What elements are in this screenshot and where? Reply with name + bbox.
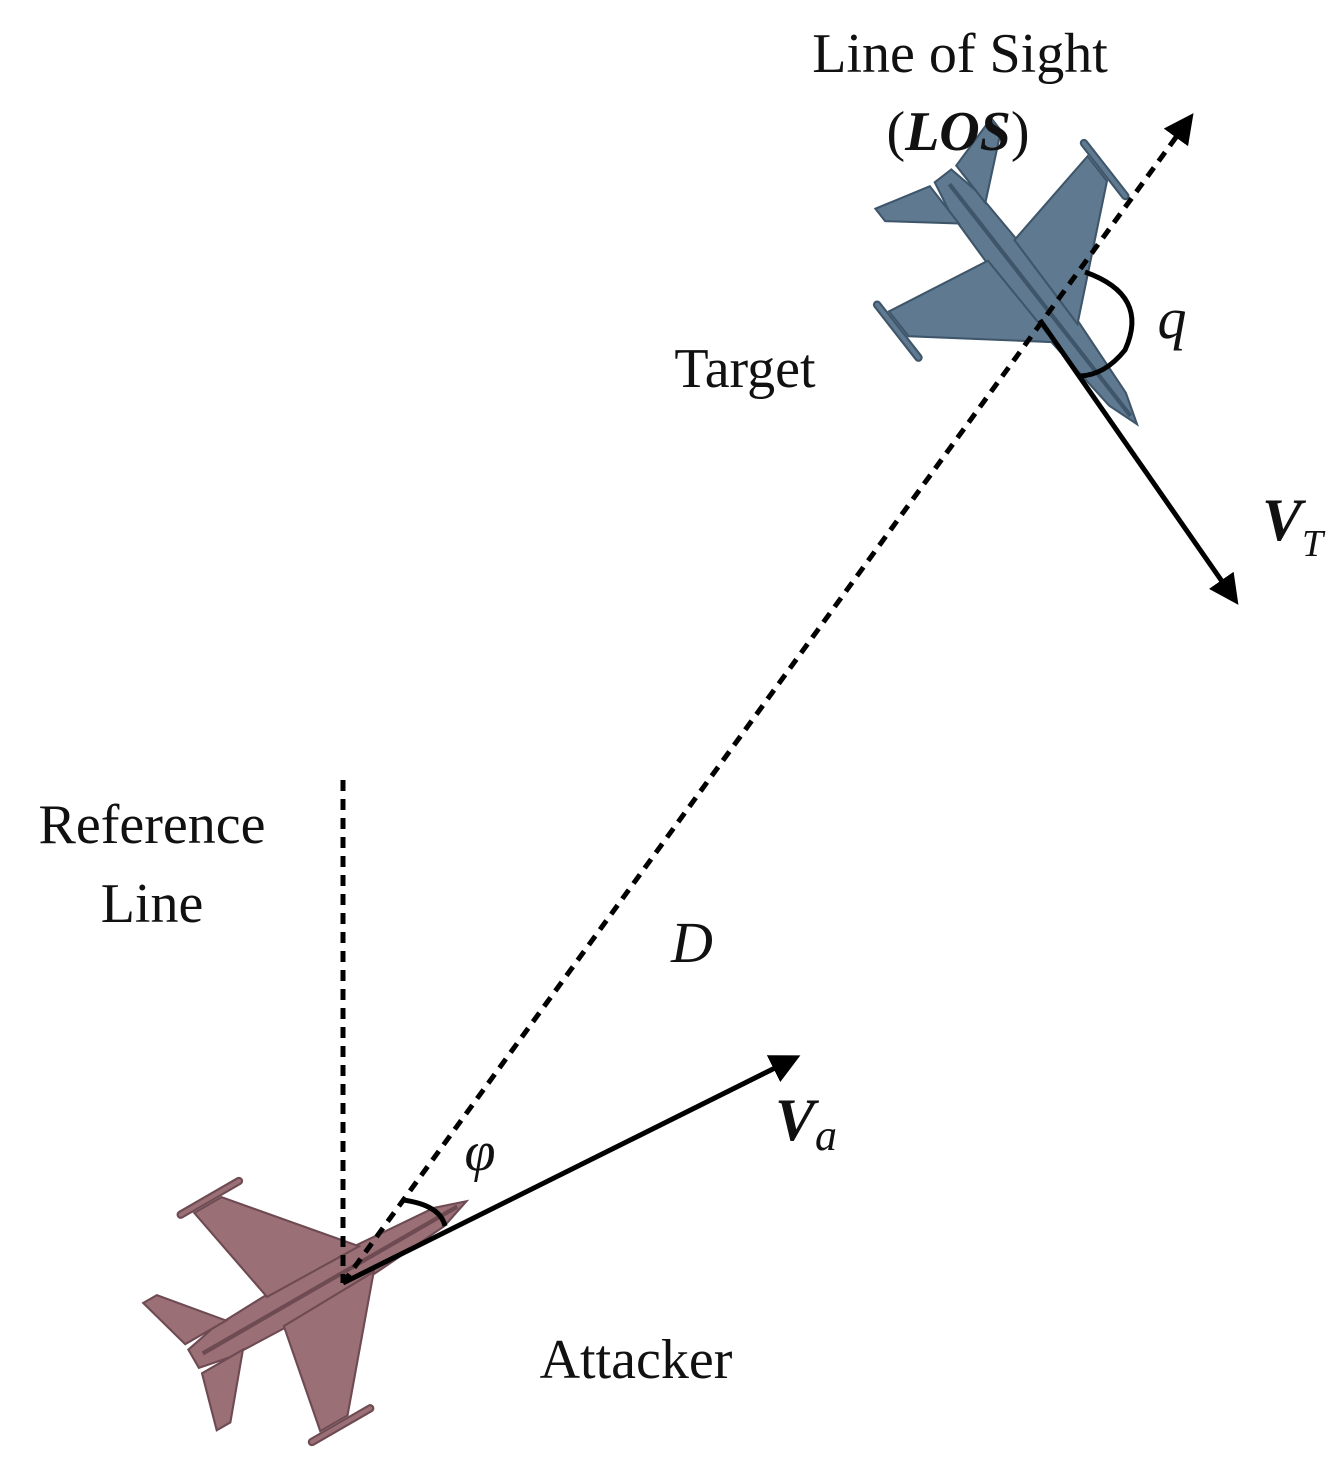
target-label: Target bbox=[674, 338, 816, 400]
angle-q-arc bbox=[1079, 269, 1135, 379]
reference-line-label-1: Reference bbox=[39, 794, 266, 856]
angle-phi-label: φ bbox=[465, 1121, 496, 1183]
angle-phi-arc bbox=[402, 1197, 448, 1227]
target-velocity-vector bbox=[1037, 318, 1239, 605]
line-of-sight bbox=[340, 113, 1194, 1285]
los-title-line2: (LOS) bbox=[886, 101, 1029, 163]
los-title-line1: Line of Sight bbox=[812, 23, 1108, 85]
attacker-label: Attacker bbox=[540, 1329, 733, 1391]
attacker-velocity-label: Va bbox=[775, 1087, 837, 1160]
target-aircraft-icon bbox=[826, 79, 1244, 508]
target-velocity-label: VT bbox=[1262, 487, 1326, 565]
angle-q-label: q bbox=[1158, 286, 1187, 351]
distance-label: D bbox=[670, 910, 713, 975]
reference-line-label-2: Line bbox=[101, 873, 204, 935]
attacker-velocity-vector bbox=[341, 1055, 801, 1286]
attacker-aircraft-icon bbox=[111, 1083, 535, 1468]
